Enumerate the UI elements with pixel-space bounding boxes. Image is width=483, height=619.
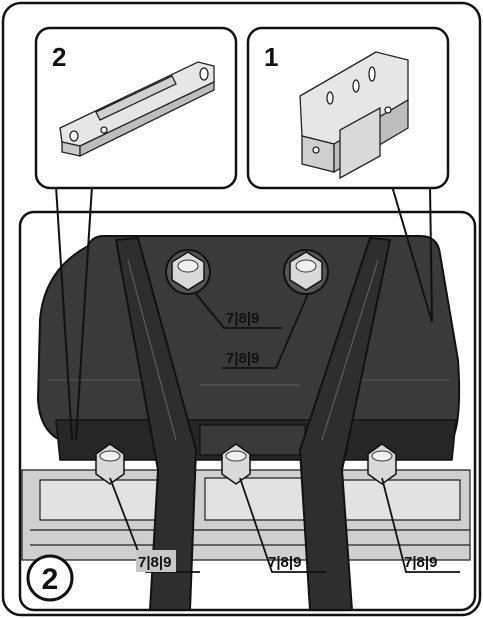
bolt-bottom-right bbox=[367, 443, 397, 485]
torque-label-bottom-center: 7|8|9 bbox=[268, 554, 301, 571]
callout-part-1: 1 bbox=[246, 26, 450, 190]
callout-part-2-number: 2 bbox=[52, 42, 66, 72]
bolt-top-left bbox=[165, 249, 211, 295]
torque-label-bottom-right: 7|8|9 bbox=[404, 554, 437, 571]
skid-plate bbox=[36, 235, 461, 461]
bracket-part-2 bbox=[59, 61, 215, 158]
step-badge: 2 bbox=[26, 554, 74, 602]
main-view-panel: 7|8|9 7|8|9 7|8|9 7|8|9 7|8|9 2 bbox=[18, 210, 477, 612]
bolt-bottom-center bbox=[221, 443, 251, 485]
bolt-top-right bbox=[283, 249, 329, 295]
torque-highlight bbox=[136, 550, 176, 572]
step-number: 2 bbox=[42, 563, 59, 596]
support-struts bbox=[114, 236, 392, 611]
bracket-part-1 bbox=[299, 51, 409, 180]
callout-part-2: 2 bbox=[34, 26, 238, 190]
torque-label-bottom-left: 7|8|9 bbox=[138, 554, 171, 571]
torque-label-top-left: 7|8|9 bbox=[226, 310, 259, 327]
bolt-bottom-left bbox=[95, 443, 125, 485]
torque-label-top-right: 7|8|9 bbox=[226, 350, 259, 367]
callout-pointers bbox=[55, 185, 433, 441]
callout-part-1-number: 1 bbox=[264, 42, 278, 72]
chassis-frame bbox=[21, 469, 471, 561]
